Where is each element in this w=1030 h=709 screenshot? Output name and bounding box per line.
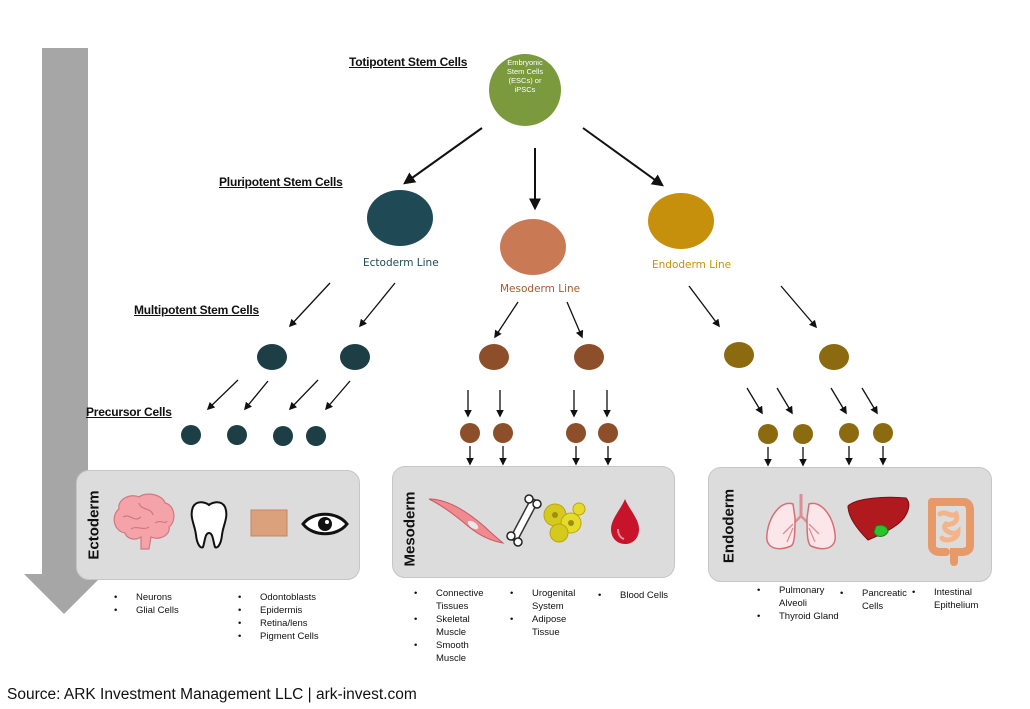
totipotent-label: Totipotent Stem Cells xyxy=(349,55,468,69)
ecto-multipotent-1 xyxy=(257,344,287,370)
ecto-multipotent-2 xyxy=(340,344,370,370)
mesoderm-list-2: Urogenital System Adipose Tissue xyxy=(510,587,590,639)
meso-precursor xyxy=(566,423,586,443)
endoderm-line-label: Endoderm Line xyxy=(652,259,732,271)
endoderm-list-2: Pancreatic Cells xyxy=(840,587,907,613)
endo-precursor xyxy=(758,424,778,444)
source-credit: Source: ARK Investment Management LLC | … xyxy=(7,686,417,703)
endo-multipotent-2 xyxy=(819,344,849,370)
list-item: Blood Cells xyxy=(598,589,668,602)
panel-arrows xyxy=(466,446,887,467)
brain-icon xyxy=(113,493,175,550)
mesoderm-line-label: Mesoderm Line xyxy=(500,283,581,295)
precursor-arrows xyxy=(206,379,878,418)
mesoderm-panel: Mesoderm xyxy=(392,466,675,578)
list-item: Thyroid Gland xyxy=(757,610,847,623)
list-item: Epidermis xyxy=(238,604,319,617)
endoderm-list-1: Pulmonary Alveoli Thyroid Gland xyxy=(757,584,847,623)
multipotent-label: Multipotent Stem Cells xyxy=(134,303,259,317)
list-item: Connective Tissues xyxy=(414,587,494,613)
endoderm-list-3: Intestinal Epithelium xyxy=(912,586,988,612)
precursor-nodes xyxy=(181,423,893,446)
root-node xyxy=(489,54,561,126)
ectoderm-panel: Ectoderm xyxy=(76,470,360,580)
meso-precursor xyxy=(460,423,480,443)
multipotent-nodes xyxy=(257,342,849,370)
list-item: Adipose Tissue xyxy=(510,613,590,639)
list-item: Urogenital System xyxy=(510,587,590,613)
skin-icon xyxy=(250,509,288,537)
multipotent-arrows xyxy=(288,282,818,339)
endo-precursor xyxy=(793,424,813,444)
endoderm-panel: Endoderm xyxy=(708,467,992,582)
list-item: Pulmonary Alveoli xyxy=(757,584,847,610)
ecto-precursor xyxy=(181,425,201,445)
specialization-label: Increasing Cell Specialization (Differen… xyxy=(2,210,38,430)
eye-icon xyxy=(301,512,349,536)
mesoderm-list-1: Connective Tissues Skeletal Muscle Smoot… xyxy=(414,587,494,665)
mesoderm-list-3: Blood Cells xyxy=(598,589,668,602)
list-item: Glial Cells xyxy=(114,604,179,617)
root-arrows xyxy=(403,127,664,211)
endo-precursor xyxy=(839,423,859,443)
endo-precursor xyxy=(873,423,893,443)
mesoderm-icons xyxy=(428,494,639,547)
precursor-label: Precursor Cells xyxy=(86,405,172,419)
endoderm-node xyxy=(648,193,714,249)
meso-multipotent-2 xyxy=(574,344,604,370)
list-item: Skeletal Muscle xyxy=(414,613,494,639)
list-item: Neurons xyxy=(114,591,179,604)
ectoderm-line-label: Ectoderm Line xyxy=(363,257,439,269)
ectoderm-list-2: Odontoblasts Epidermis Retina/lens Pigme… xyxy=(238,591,319,643)
intestine-icon xyxy=(928,498,974,566)
bone-icon xyxy=(506,494,542,547)
meso-precursor xyxy=(598,423,618,443)
pluripotent-label: Pluripotent Stem Cells xyxy=(219,175,343,189)
list-item: Intestinal Epithelium xyxy=(912,586,988,612)
adipose-cells-icon xyxy=(543,502,586,543)
muscle-fiber-icon xyxy=(428,498,505,544)
ectoderm-list-1: Neurons Glial Cells xyxy=(114,591,179,617)
ectoderm-icons xyxy=(113,493,349,550)
endo-multipotent-1 xyxy=(724,342,754,368)
ecto-precursor xyxy=(306,426,326,446)
root-node-label: Embryonic Stem Cells (ESCs) or iPSCs xyxy=(506,58,544,94)
list-item: Pigment Cells xyxy=(238,630,319,643)
ectoderm-node xyxy=(367,190,433,246)
lungs-icon xyxy=(766,494,836,550)
meso-precursor xyxy=(493,423,513,443)
tooth-icon xyxy=(190,501,228,549)
list-item: Pancreatic Cells xyxy=(840,587,907,613)
blood-drop-icon xyxy=(611,499,639,544)
ecto-precursor xyxy=(273,426,293,446)
list-item: Odontoblasts xyxy=(238,591,319,604)
endoderm-icons xyxy=(766,494,974,566)
meso-multipotent-1 xyxy=(479,344,509,370)
list-item: Smooth Muscle xyxy=(414,639,494,665)
list-item: Retina/lens xyxy=(238,617,319,630)
ecto-precursor xyxy=(227,425,247,445)
mesoderm-node xyxy=(500,219,566,275)
liver-pancreas-icon xyxy=(847,496,910,541)
